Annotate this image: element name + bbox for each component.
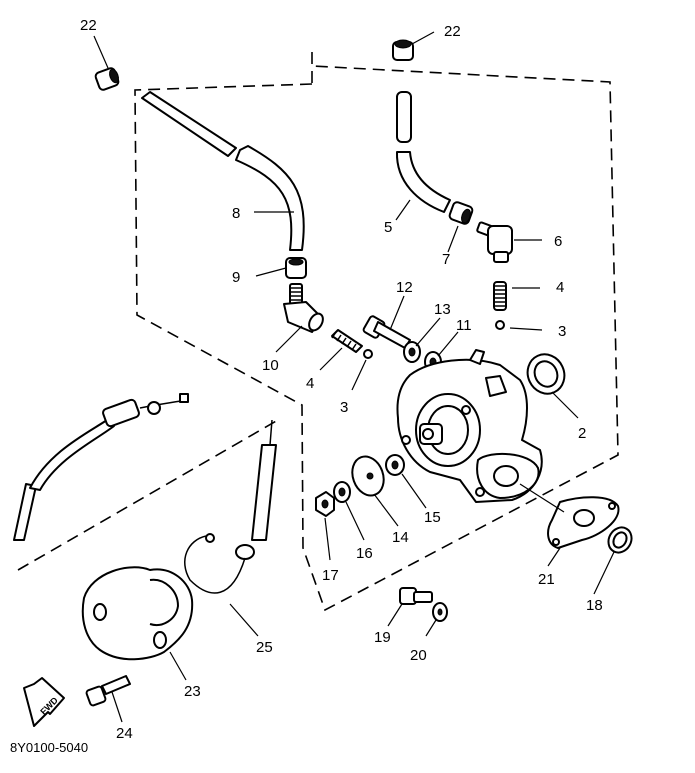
label-22-left: 22: [80, 17, 97, 34]
hose-clamp[interactable]: [285, 257, 307, 279]
bushing-right[interactable]: [392, 39, 414, 61]
check-ball-lower[interactable]: [363, 349, 373, 359]
label-3-lower: 3: [340, 399, 348, 416]
washer-15[interactable]: [385, 454, 405, 476]
label-7: 7: [442, 251, 450, 268]
leader-lines: [93, 31, 615, 723]
label-20: 20: [410, 647, 427, 664]
gasket[interactable]: [547, 496, 620, 549]
label-4-lower: 4: [306, 375, 314, 392]
part-labels: 22 22 8 5 7 6 9 12 13 4 11 3 10 4 3 2 15…: [80, 17, 603, 742]
spring-lower[interactable]: [331, 329, 363, 353]
bolt-24[interactable]: [85, 675, 131, 707]
label-4-upper: 4: [556, 279, 564, 296]
label-5: 5: [384, 219, 392, 236]
hose-left[interactable]: [141, 91, 305, 251]
label-18: 18: [586, 597, 603, 614]
clamp[interactable]: [448, 201, 474, 225]
label-6: 6: [554, 233, 562, 250]
label-17: 17: [322, 567, 339, 584]
o-ring[interactable]: [604, 523, 636, 557]
cable-assembly[interactable]: [184, 419, 277, 594]
drive-plate[interactable]: [347, 452, 389, 500]
bolt-19[interactable]: [399, 587, 433, 605]
hose-right[interactable]: [395, 91, 451, 213]
label-11: 11: [456, 317, 472, 334]
label-8: 8: [232, 205, 240, 222]
label-21: 21: [538, 571, 555, 588]
label-12: 12: [396, 279, 413, 296]
label-14: 14: [392, 529, 409, 546]
label-3-upper: 3: [558, 323, 566, 340]
washer-13[interactable]: [403, 341, 421, 363]
bolt-12[interactable]: [362, 315, 411, 349]
label-22-right: 22: [444, 23, 461, 40]
bushing-left[interactable]: [94, 67, 121, 91]
label-19: 19: [374, 629, 391, 646]
elbow-fitting-upper[interactable]: [476, 221, 513, 263]
label-23: 23: [184, 683, 201, 700]
label-16: 16: [356, 545, 373, 562]
oil-pump-body[interactable]: [396, 349, 543, 503]
oil-seal[interactable]: [521, 348, 571, 399]
spring-upper[interactable]: [493, 281, 507, 311]
pump-cover[interactable]: [81, 566, 194, 661]
label-10: 10: [262, 357, 279, 374]
cable-boundary: [17, 419, 279, 571]
elbow-fitting-lower[interactable]: [283, 283, 326, 333]
drawing-code: 8Y0100-5040: [10, 740, 88, 755]
label-24: 24: [116, 725, 133, 742]
forward-arrow: FWD: [23, 677, 65, 727]
assembly-boundary: [134, 52, 619, 612]
pump-cable[interactable]: [13, 393, 189, 541]
label-15: 15: [424, 509, 441, 526]
washer-20[interactable]: [432, 602, 448, 622]
nut-17[interactable]: [315, 491, 335, 517]
check-ball-upper[interactable]: [495, 320, 505, 330]
label-13: 13: [434, 301, 451, 318]
label-25: 25: [256, 639, 273, 656]
washer-16[interactable]: [333, 481, 351, 503]
label-2: 2: [578, 425, 586, 442]
label-9: 9: [232, 269, 240, 286]
